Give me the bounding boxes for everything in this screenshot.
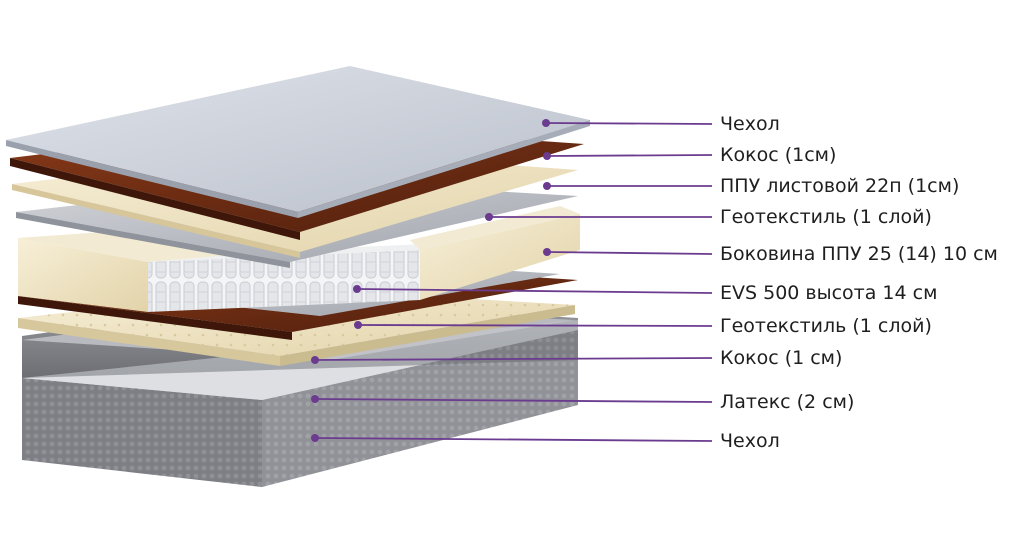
top-cover-layer: [6, 66, 590, 218]
leader-dot: [311, 434, 319, 442]
leader-dot: [543, 182, 551, 190]
leader-lines: [311, 119, 713, 442]
leader-line: [357, 324, 713, 327]
layer-label: ППУ листовой 22п (1см): [720, 175, 960, 197]
leader-dot: [542, 119, 550, 127]
leader-dot: [311, 356, 319, 364]
layer-label: Чехол: [720, 430, 780, 452]
leader-dot: [485, 213, 493, 221]
leader-line: [546, 154, 713, 157]
leader-line: [545, 122, 713, 125]
leader-line: [314, 437, 713, 442]
layer-label: Латекс (2 см): [720, 391, 855, 413]
leader-dot: [354, 321, 362, 329]
leader-dot: [543, 248, 551, 256]
leader-dot: [311, 395, 319, 403]
leader-line: [356, 288, 713, 294]
leader-dot: [353, 285, 361, 293]
layer-label: Геотекстиль (1 слой): [720, 206, 932, 228]
leader-line: [314, 398, 713, 403]
layer-label: Боковина ППУ 25 (14) 10 см: [720, 243, 998, 265]
layer-label: Геотекстиль (1 слой): [720, 315, 932, 337]
layer-label: Чехол: [720, 113, 780, 135]
layer-label: EVS 500 высота 14 см: [720, 282, 938, 304]
leader-line: [314, 357, 713, 361]
layer-label: Кокос (1 см): [720, 347, 843, 369]
layer-label: Кокос (1см): [720, 144, 837, 166]
leader-dot: [543, 152, 551, 160]
leader-line: [546, 251, 713, 255]
